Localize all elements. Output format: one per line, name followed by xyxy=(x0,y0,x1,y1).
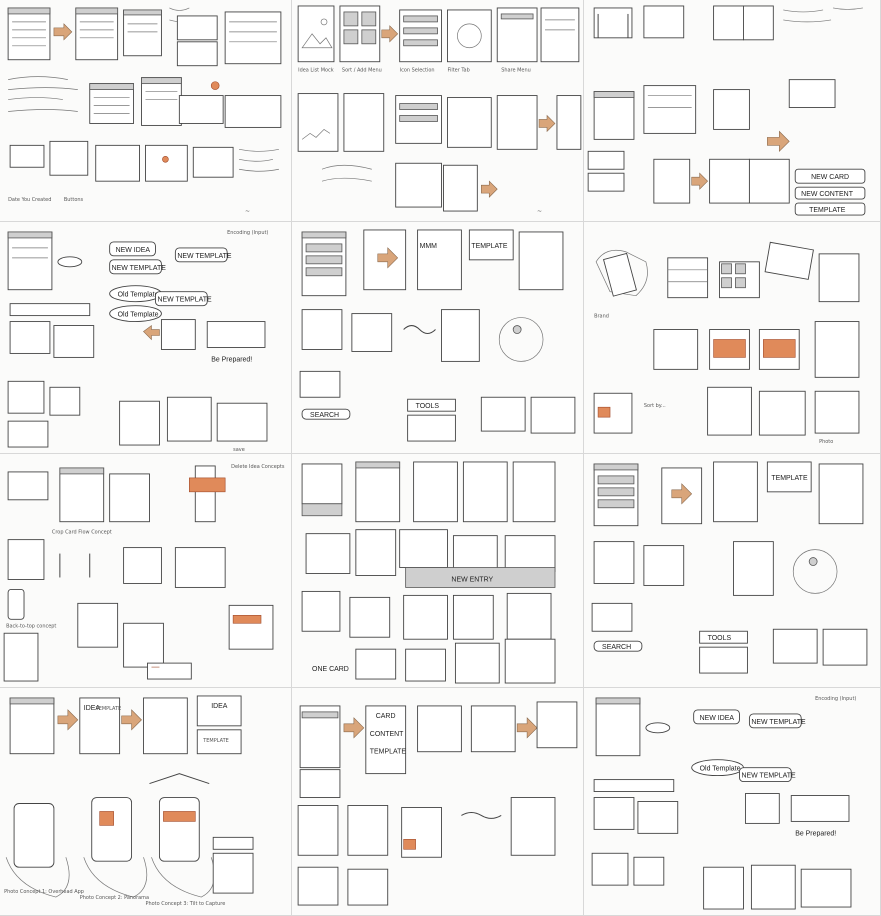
sheet-9-tools: TOOLS xyxy=(708,635,732,642)
sheet-11-template: TEMPLATE xyxy=(370,749,407,756)
sheet-4-keyboard-note: Encoding (Input) xyxy=(227,230,268,236)
sheet-12-new-template-b: NEW TEMPLATE xyxy=(741,773,796,780)
sheet-10-template-b: TEMPLATE xyxy=(202,738,229,744)
sheet-10-idea-b: IDEA xyxy=(211,703,228,710)
sketch-sheet-10: IDEA TEMPLATE IDEA TEMPLATE Photo Concep… xyxy=(0,688,292,916)
sheet-2-caption-1: Idea List Mock xyxy=(298,68,334,74)
sheet-2-drawing: Idea List Mock Sort / Add Menu Icon Sele… xyxy=(292,0,583,221)
sheet-12-new-template: NEW TEMPLATE xyxy=(751,719,806,726)
sketch-sheet-2: Idea List Mock Sort / Add Menu Icon Sele… xyxy=(292,0,584,222)
sheet-4-old-template-b: Old Template xyxy=(118,312,159,319)
sketch-sheet-11: CARD CONTENT TEMPLATE xyxy=(292,688,584,916)
svg-text:~: ~ xyxy=(245,208,250,215)
sheet-7-crop-concept: Crop Card Flow Concept xyxy=(52,530,112,536)
sheet-6-brand: Brand xyxy=(594,314,609,320)
sheet-4-new-template: NEW TEMPLATE xyxy=(112,265,167,272)
sheet-9-drawing: TEMPLATE SEARCH TOOLS xyxy=(584,454,880,687)
sheet-8-one-card: ONE CARD xyxy=(312,666,349,673)
sheet-2-caption-3: Icon Selection xyxy=(400,68,435,74)
sheet-12-new-idea: NEW IDEA xyxy=(700,715,735,722)
sheet-10-template: TEMPLATE xyxy=(95,706,122,712)
sketch-sheet-5: MMM TEMPLATE SEARCH TOOLS xyxy=(292,222,584,454)
sheet-11-drawing: CARD CONTENT TEMPLATE xyxy=(292,688,583,915)
sheet-2-caption-2: Sort / Add Menu xyxy=(342,68,382,74)
sheet-5-tools: TOOLS xyxy=(416,403,440,410)
sketch-sheet-4: NEW IDEA NEW TEMPLATE NEW TEMPLATE Encod… xyxy=(0,222,292,454)
sheet-5-template: TEMPLATE xyxy=(471,243,508,250)
sheet-8-drawing: NEW ENTRY ONE CARD xyxy=(292,454,583,687)
sheet-6-sort: Sort by... xyxy=(644,403,666,409)
sheet-7-drawing: Delete Idea Concepts Crop Card Flow Conc… xyxy=(0,454,291,687)
sheet-12-drawing: NEW IDEA NEW TEMPLATE Encoding (Input) O… xyxy=(584,688,880,915)
sheet-6-drawing: Brand Sort by... Photo xyxy=(584,222,880,453)
sheet-12-keyboard: Encoding (Input) xyxy=(815,696,856,702)
sheet-4-save: save xyxy=(233,447,245,453)
sheet-1-caption: Date You Created xyxy=(8,197,51,203)
sheet-1-link: Buttons xyxy=(64,197,84,203)
sheet-2-caption-4: Filter Tab xyxy=(447,68,469,74)
sheet-11-card: CARD xyxy=(376,713,396,720)
sheet-4-be-prepared: Be Prepared! xyxy=(211,356,252,363)
svg-text:~: ~ xyxy=(537,208,542,215)
sheet-3-drawing: NEW CARD NEW CONTENT TEMPLATE xyxy=(584,0,880,221)
sheet-1-drawing: Date You Created Buttons ~ xyxy=(0,0,291,221)
sheet-4-new-template-c: NEW TEMPLATE xyxy=(157,297,212,304)
sheet-3-new-card: NEW CARD xyxy=(811,174,849,181)
sheet-10-photo-1: Photo Concept 1: Overhead App xyxy=(4,889,84,895)
sketch-sheet-12: NEW IDEA NEW TEMPLATE Encoding (Input) O… xyxy=(584,688,881,916)
sketch-sheet-6: Brand Sort by... Photo xyxy=(584,222,881,454)
sketch-sheet-8: NEW ENTRY ONE CARD xyxy=(292,454,584,688)
sheet-12-be-prepared: Be Prepared! xyxy=(795,830,836,837)
sheet-8-new-entry: NEW ENTRY xyxy=(451,576,493,583)
sheet-3-template: TEMPLATE xyxy=(809,207,846,214)
sheet-9-search: SEARCH xyxy=(602,644,631,651)
sheet-5-drawing: MMM TEMPLATE SEARCH TOOLS xyxy=(292,222,583,453)
sheet-9-template: TEMPLATE xyxy=(771,475,808,482)
sheet-5-search: SEARCH xyxy=(310,412,339,419)
sheet-10-drawing: IDEA TEMPLATE IDEA TEMPLATE Photo Concep… xyxy=(0,688,291,915)
sheet-4-drawing: NEW IDEA NEW TEMPLATE NEW TEMPLATE Encod… xyxy=(0,222,291,453)
sheet-10-photo-2: Photo Concept 2: Panorama xyxy=(80,895,149,901)
sheet-2-caption-5: Share Menu xyxy=(501,68,531,74)
sheet-12-old-template: Old Template xyxy=(700,766,741,773)
sheet-7-delete-concepts: Delete Idea Concepts xyxy=(231,464,285,470)
sheet-10-photo-3: Photo Concept 3: Tilt to Capture xyxy=(146,901,226,907)
sheet-4-new-template-b: NEW TEMPLATE xyxy=(177,253,232,260)
sheet-7-back-to-top: Back-to-top concept xyxy=(6,623,56,629)
sheet-4-new-idea: NEW IDEA xyxy=(116,247,151,254)
sheet-6-photo: Photo xyxy=(819,439,833,445)
sketch-sheet-9: TEMPLATE SEARCH TOOLS xyxy=(584,454,881,688)
sheet-11-content: CONTENT xyxy=(370,731,404,738)
sketch-sheet-7: Delete Idea Concepts Crop Card Flow Conc… xyxy=(0,454,292,688)
sheet-3-new-content: NEW CONTENT xyxy=(801,191,854,198)
sheet-4-old-template: Old Template xyxy=(118,292,159,299)
sketch-sheet-1: Date You Created Buttons ~ xyxy=(0,0,292,222)
sketch-sheet-3: NEW CARD NEW CONTENT TEMPLATE xyxy=(584,0,881,222)
sheet-5-mmm: MMM xyxy=(420,243,438,250)
